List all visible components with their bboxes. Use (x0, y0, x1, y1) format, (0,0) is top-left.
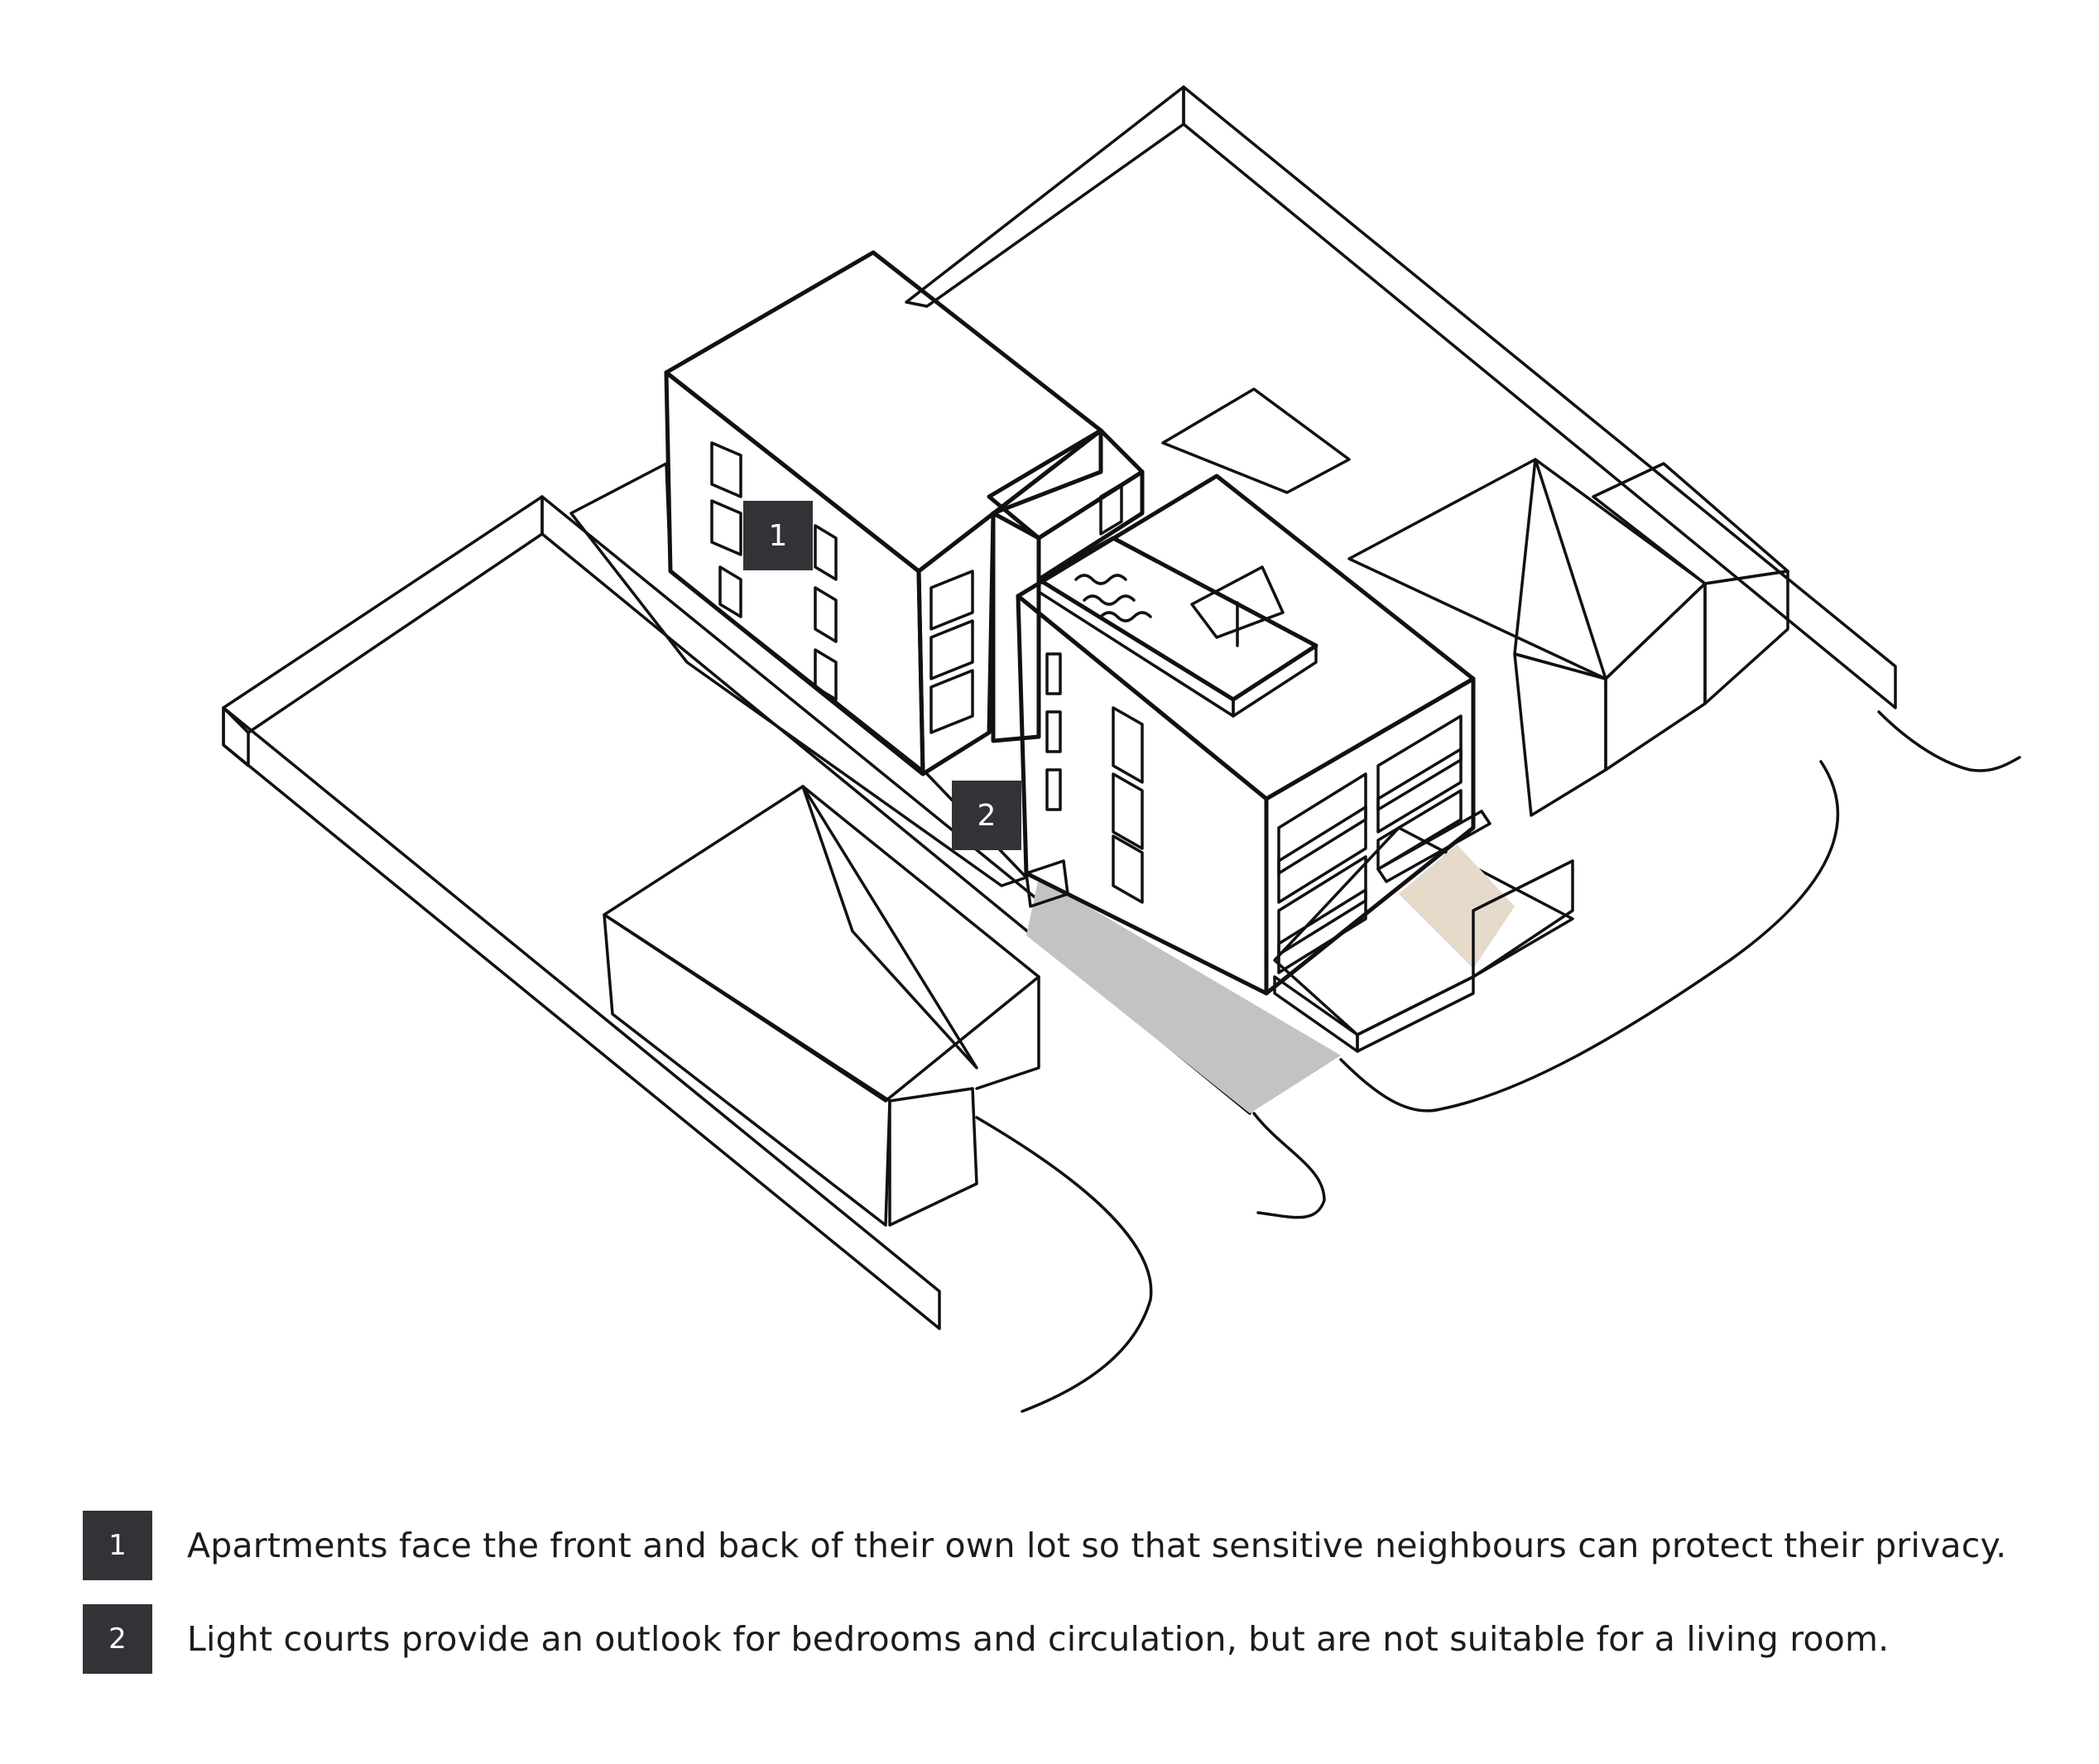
umbrella-icon (1190, 565, 1285, 647)
legend-item-2: 2 Light courts provide an outlook for be… (83, 1604, 1889, 1674)
legend-number: 2 (83, 1604, 152, 1674)
roof-terrace (1036, 536, 1318, 718)
callout-number: 2 (977, 798, 997, 833)
rear-block-windows (710, 441, 1123, 734)
rear-fence (905, 85, 1897, 709)
callout-number: 1 (768, 518, 788, 553)
driveway (1026, 877, 1341, 1113)
legend-item-1: 1 Apartments face the front and back of … (83, 1511, 2006, 1580)
neighbour-house-left (603, 785, 1040, 1227)
legend-number: 1 (83, 1511, 152, 1580)
front-path (1399, 844, 1515, 969)
road-curbs (975, 710, 2021, 1413)
front-garden (1273, 826, 1574, 1036)
front-balconies (1277, 714, 1491, 974)
legend-text: Light courts provide an outlook for bedr… (187, 1619, 1890, 1659)
isometric-building-diagram (222, 85, 2021, 1413)
neighbour-house-right (1161, 387, 1789, 817)
callout-marker-1: 1 (743, 501, 813, 570)
front-garden-walls (1273, 859, 1574, 1053)
left-boundary-wall (222, 495, 941, 1330)
legend-text: Apartments face the front and back of th… (187, 1526, 2007, 1565)
callout-marker-2: 2 (952, 781, 1021, 850)
front-apartment-block (1016, 473, 1476, 996)
front-block-windows (1045, 652, 1144, 904)
